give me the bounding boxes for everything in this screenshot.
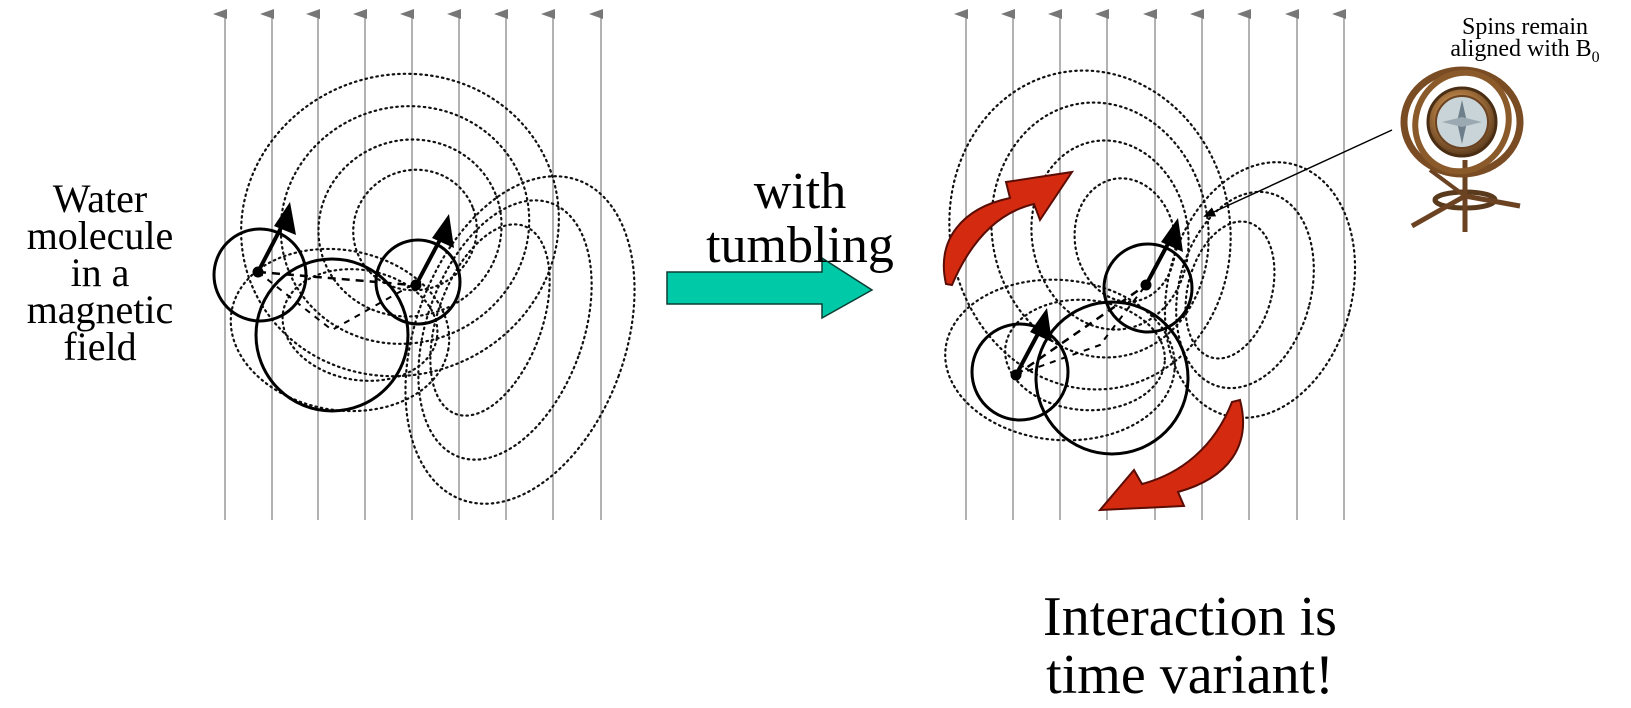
left-magnetic-field-lines	[213, 9, 603, 520]
spins-callout-label: Spins remain aligned with B0	[1420, 14, 1630, 69]
right-water-molecule	[970, 242, 1194, 456]
water-label-line-1: Water	[52, 176, 148, 221]
interaction-caption-line-2: time variant!	[1046, 644, 1334, 706]
gyroscope-compass-icon	[1400, 66, 1524, 232]
right-spin-arrow-1	[1014, 308, 1052, 376]
water-label-line-5: field	[63, 324, 137, 369]
tumbling-label-line-1: with	[753, 163, 847, 220]
left-spin-arrow-1	[256, 202, 296, 273]
b0-subscript: 0	[1591, 48, 1600, 66]
left-dipole-field-pattern	[229, 72, 636, 505]
water-label-line-2: molecule	[26, 213, 174, 258]
water-label-line-4: magnetic	[26, 287, 174, 332]
tumbling-transition-arrow	[666, 256, 874, 320]
right-dipole-field-pattern	[944, 69, 1357, 442]
spins-callout-line-2-text: aligned with B	[1450, 36, 1592, 62]
spins-callout-line-2: aligned with B0	[1420, 36, 1630, 69]
right-spin-arrow-2	[1144, 218, 1183, 286]
water-molecule-label: Water molecule in a magnetic field	[0, 176, 200, 369]
with-tumbling-label: with tumbling	[680, 165, 920, 273]
left-spin-arrow-2	[414, 214, 454, 286]
tumbling-label-line-2: tumbling	[706, 217, 894, 274]
interaction-caption: Interaction is time variant!	[1000, 588, 1380, 704]
spins-callout-line-1: Spins remain	[1462, 14, 1588, 40]
rotation-arrow-top	[942, 170, 1075, 287]
rotation-arrow-bottom	[1097, 398, 1245, 512]
callout-pointer-line	[1203, 129, 1393, 217]
interaction-caption-line-1: Interaction is	[1043, 586, 1337, 648]
water-label-line-3: in a	[70, 250, 130, 295]
left-water-molecule	[212, 227, 462, 413]
